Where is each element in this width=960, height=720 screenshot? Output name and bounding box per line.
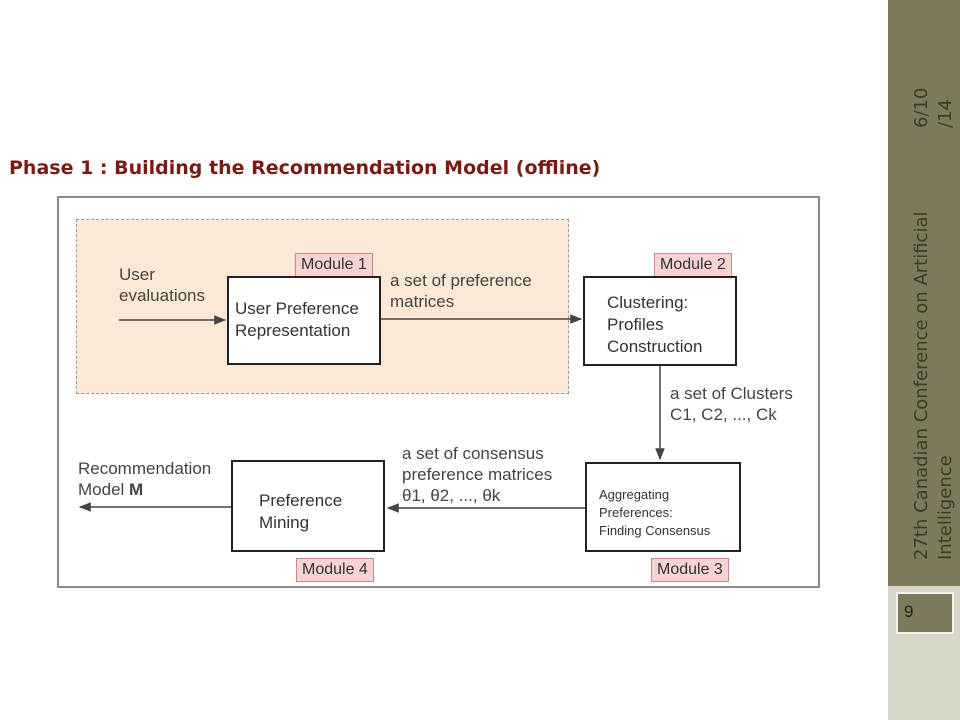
module-2-tag: Module 2 bbox=[654, 253, 732, 277]
slide-title: Phase 1 : Building the Recommendation Mo… bbox=[9, 157, 601, 179]
output-label-line2: Model M bbox=[78, 479, 211, 500]
input-label-line2: evaluations bbox=[119, 286, 206, 305]
edge-3-4-label: a set of consensus preference matrices θ… bbox=[402, 443, 552, 506]
module-1-line2: Representation bbox=[235, 321, 351, 340]
output-label: Recommendation Model M bbox=[78, 458, 211, 500]
flow-arrows bbox=[78, 314, 665, 513]
module-3-line3: Finding Consensus bbox=[599, 523, 711, 538]
module-4-line1: Preference bbox=[259, 491, 343, 510]
edge-1-2-label: a set of preference matrices bbox=[390, 270, 532, 312]
conference-name: 27th Canadian Conference on Artificial I… bbox=[910, 212, 958, 560]
module-3-line2: Preferences: bbox=[599, 505, 673, 520]
edge-2-3-line1: a set of Clusters bbox=[670, 384, 793, 403]
edge-3-4-line1: a set of consensus bbox=[402, 444, 544, 463]
module-3-tag: Module 3 bbox=[651, 558, 729, 582]
module-3-box: Aggregating Preferences: Finding Consens… bbox=[585, 462, 741, 552]
edge-1-2-line1: a set of preference bbox=[390, 271, 532, 290]
edge-2-3-label: a set of Clusters C1, C2, ..., Ck bbox=[670, 383, 793, 425]
module-4-tag: Module 4 bbox=[296, 558, 374, 582]
output-label-line1: Recommendation bbox=[78, 459, 212, 478]
edge-3-4-line2: preference matrices bbox=[402, 465, 553, 484]
module-2-line1: Clustering: bbox=[607, 293, 689, 312]
slide-date-line2: /14 bbox=[935, 99, 956, 128]
module-2-line3: Construction bbox=[607, 337, 703, 356]
conference-name-line1: 27th Canadian Conference on Artificial bbox=[911, 211, 932, 560]
edge-1-2-line2: matrices bbox=[390, 292, 455, 311]
page-number-box: 9 bbox=[896, 592, 954, 634]
output-label-model-symbol: M bbox=[129, 480, 144, 499]
slide-date-line1: 6/10 bbox=[911, 87, 932, 128]
output-label-prefix: Model bbox=[78, 480, 130, 499]
module-2-line2: Profiles bbox=[607, 315, 664, 334]
module-2-box: Clustering: Profiles Construction bbox=[583, 276, 737, 366]
conference-name-line2: Intelligence bbox=[935, 455, 956, 560]
slide-date: 6/10 /14 bbox=[910, 88, 958, 128]
module-4-line2: Mining bbox=[259, 513, 310, 532]
input-label-line1: User bbox=[119, 265, 155, 284]
page-number: 9 bbox=[904, 602, 914, 621]
edge-2-3-line2: C1, C2, ..., Ck bbox=[670, 405, 777, 424]
module-3-line1: Aggregating bbox=[599, 487, 670, 502]
module-4-box: Preference Mining bbox=[231, 460, 385, 552]
module-1-box: User Preference Representation bbox=[227, 276, 381, 365]
module-1-line1: User Preference bbox=[235, 299, 359, 318]
input-label: User evaluations bbox=[119, 264, 205, 306]
edge-3-4-line3: θ1, θ2, ..., θk bbox=[402, 486, 501, 505]
